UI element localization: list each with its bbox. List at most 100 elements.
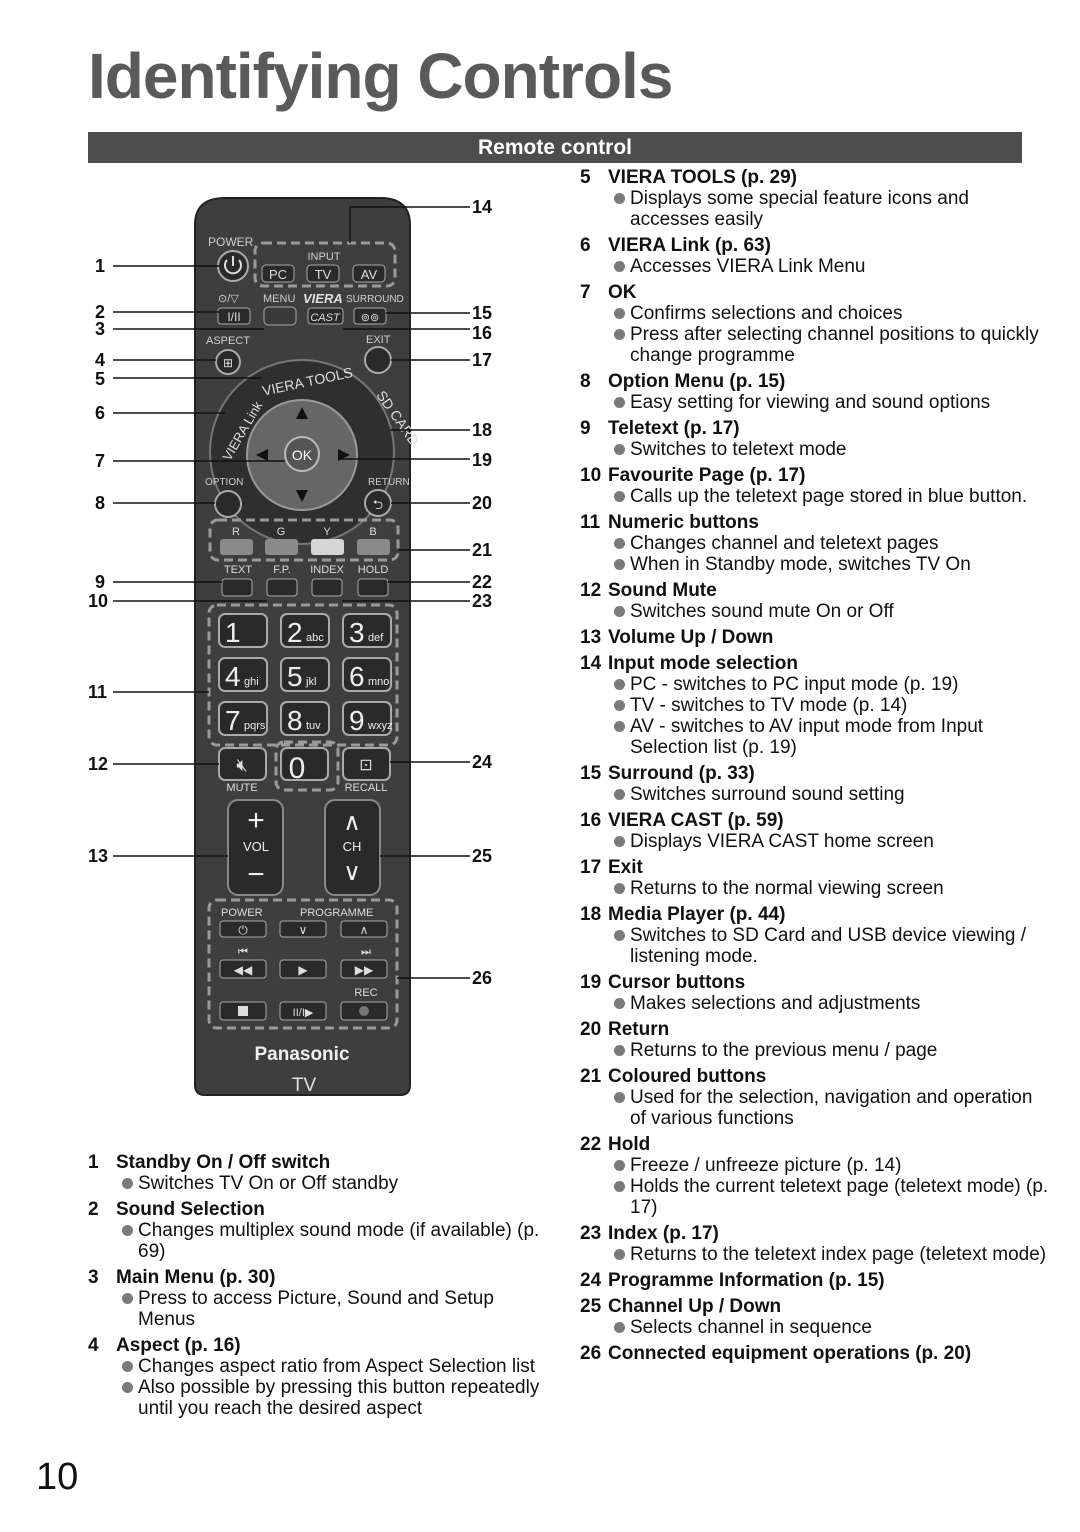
control-description: Switches to SD Card and USB device viewi… [580,925,1050,967]
fp-button [266,578,298,597]
number-key-digit: 5 [287,661,303,692]
zero-button [280,747,329,781]
svg-text:OK: OK [292,447,313,463]
control-description: When in Standby mode, switches TV On [580,554,1050,575]
number-key-2 [280,613,330,648]
callout-14: 14 [472,197,492,217]
volume-rocker [227,799,284,896]
callout-15: 15 [472,303,492,323]
svg-text:∧: ∧ [360,923,369,937]
callout-1: 1 [95,256,105,276]
callout-18: 18 [472,420,492,440]
callout-20: 20 [472,493,492,513]
control-description: Displays VIERA CAST home screen [580,831,1050,852]
svg-text:ASPECT: ASPECT [206,335,250,347]
svg-text:⊚⊚: ⊚⊚ [361,312,379,324]
page-title: Identifying Controls [88,40,673,112]
callout-13: 13 [88,846,108,866]
callout-23: 23 [472,591,492,611]
number-key-letters: jkl [305,676,316,688]
control-description: Confirms selections and choices [580,303,1050,324]
control-description: Press after selecting channel positions … [580,324,1050,366]
control-description: Makes selections and adjustments [580,993,1050,1014]
number-key-letters: abc [306,632,324,644]
number-key-letters: pqrs [244,720,266,732]
callout-25: 25 [472,846,492,866]
number-key-digit: 7 [225,705,241,736]
svg-text:II/I▶: II/I▶ [293,1007,314,1019]
red-button [220,539,253,555]
control-description: Also possible by pressing this button re… [88,1377,548,1419]
recall-button [342,747,391,781]
svg-text:I/II: I/II [227,310,240,324]
callout-8: 8 [95,493,105,513]
svg-text:∨: ∨ [299,923,308,937]
number-key-8 [280,701,330,736]
svg-text:▶▶: ▶▶ [355,963,374,977]
control-description: Returns to the previous menu / page [580,1040,1050,1061]
number-key-digit: 4 [225,661,241,692]
number-key-6 [342,657,392,692]
index-button [311,578,343,597]
input-label: INPUT [308,251,341,263]
control-description: Switches sound mute On or Off [580,601,1050,622]
number-key-9 [342,701,392,736]
number-key-5 [280,657,330,692]
control-description: Changes channel and teletext pages [580,533,1050,554]
callout-19: 19 [472,450,492,470]
svg-text:PC: PC [269,267,287,282]
svg-text:⊡: ⊡ [359,757,372,774]
callout-16: 16 [472,323,492,343]
svg-text:VIERA: VIERA [303,291,343,306]
svg-text:∨: ∨ [343,859,361,886]
number-key-digit: 1 [225,617,241,648]
svg-text:⊙/▽: ⊙/▽ [218,293,239,305]
callout-12: 12 [88,754,108,774]
number-key-letters: tuv [306,720,321,732]
green-button [265,539,298,555]
brand-logo: Panasonic [254,1044,349,1065]
control-description: Returns to the teletext index page (tele… [580,1244,1050,1265]
number-key-digit: 3 [349,617,365,648]
power-label: POWER [208,235,254,249]
callout-9: 9 [95,572,105,592]
callout-17: 17 [472,350,492,370]
svg-text:REC: REC [354,987,377,999]
callout-2: 2 [95,302,105,322]
number-key-digit: 2 [287,617,303,648]
control-description: Changes aspect ratio from Aspect Selecti… [88,1356,548,1377]
control-description: Freeze / unfreeze picture (p. 14) [580,1155,1050,1176]
svg-text:AV: AV [361,267,378,282]
number-key-7 [218,701,268,736]
control-description: Switches TV On or Off standby [88,1173,548,1194]
svg-text:CAST: CAST [310,312,341,324]
svg-text:∧: ∧ [343,809,361,836]
